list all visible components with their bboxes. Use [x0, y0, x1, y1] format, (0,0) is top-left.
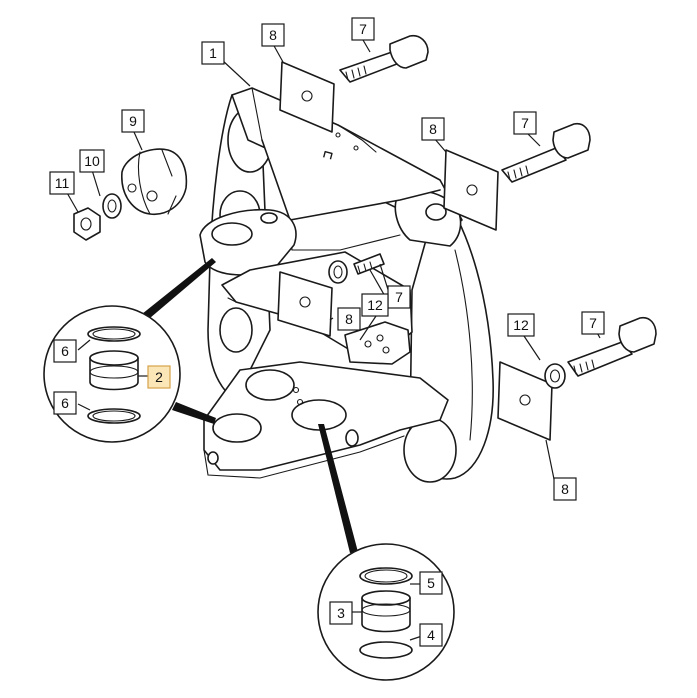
washer-part-10 — [102, 193, 122, 219]
svg-text:1: 1 — [209, 45, 217, 61]
label-7-lower-right: 7 — [581, 311, 605, 335]
label-8-lower-right: 8 — [553, 477, 577, 501]
label-7-top: 7 — [351, 17, 375, 41]
bolt-lower-right — [544, 316, 657, 389]
bolt-upper-right — [501, 122, 591, 183]
callout-connectors — [142, 258, 358, 553]
svg-text:5: 5 — [427, 575, 435, 591]
label-1: 1 — [201, 41, 225, 65]
label-12-lower-right: 12 — [507, 313, 535, 337]
svg-text:3: 3 — [337, 605, 345, 621]
svg-text:7: 7 — [521, 115, 529, 131]
label-5: 5 — [419, 571, 443, 595]
main-housing — [199, 87, 494, 483]
svg-text:8: 8 — [561, 481, 569, 497]
shim-plate-middle — [277, 271, 333, 337]
shim-plate-upper-right — [443, 149, 499, 231]
label-3: 3 — [329, 601, 353, 625]
svg-text:11: 11 — [55, 175, 70, 191]
label-10: 10 — [79, 149, 105, 173]
svg-text:8: 8 — [345, 311, 353, 327]
label-8-upper-right: 8 — [421, 117, 445, 141]
detail-circle-upper — [43, 305, 181, 443]
svg-text:9: 9 — [129, 113, 137, 129]
svg-text:8: 8 — [269, 27, 277, 43]
label-7-middle: 7 — [387, 285, 411, 309]
svg-text:12: 12 — [513, 317, 529, 333]
shim-plate-top — [279, 61, 335, 133]
svg-text:7: 7 — [589, 315, 597, 331]
svg-text:4: 4 — [427, 627, 435, 643]
svg-text:8: 8 — [429, 121, 437, 137]
bolt-middle — [328, 253, 385, 284]
svg-text:7: 7 — [359, 21, 367, 37]
svg-text:7: 7 — [395, 289, 403, 305]
label-6-lower: 6 — [53, 391, 77, 415]
bolt-top — [339, 34, 429, 83]
cap-part-9 — [121, 148, 188, 215]
svg-text:6: 6 — [61, 343, 69, 359]
svg-text:6: 6 — [61, 395, 69, 411]
label-8-top: 8 — [261, 23, 285, 47]
label-4: 4 — [419, 623, 443, 647]
svg-text:10: 10 — [84, 153, 100, 169]
label-2-highlighted: 2 — [147, 365, 171, 389]
label-9: 9 — [121, 109, 145, 133]
svg-text:12: 12 — [367, 297, 383, 313]
label-11: 11 — [49, 171, 75, 195]
label-7-upper-right: 7 — [513, 111, 537, 135]
label-8-middle: 8 — [337, 307, 361, 331]
shim-plate-lower-right — [497, 361, 553, 441]
svg-text:2: 2 — [155, 369, 163, 385]
label-6-upper: 6 — [53, 339, 77, 363]
label-12-middle: 12 — [361, 293, 389, 317]
nut-part-11 — [73, 207, 101, 241]
